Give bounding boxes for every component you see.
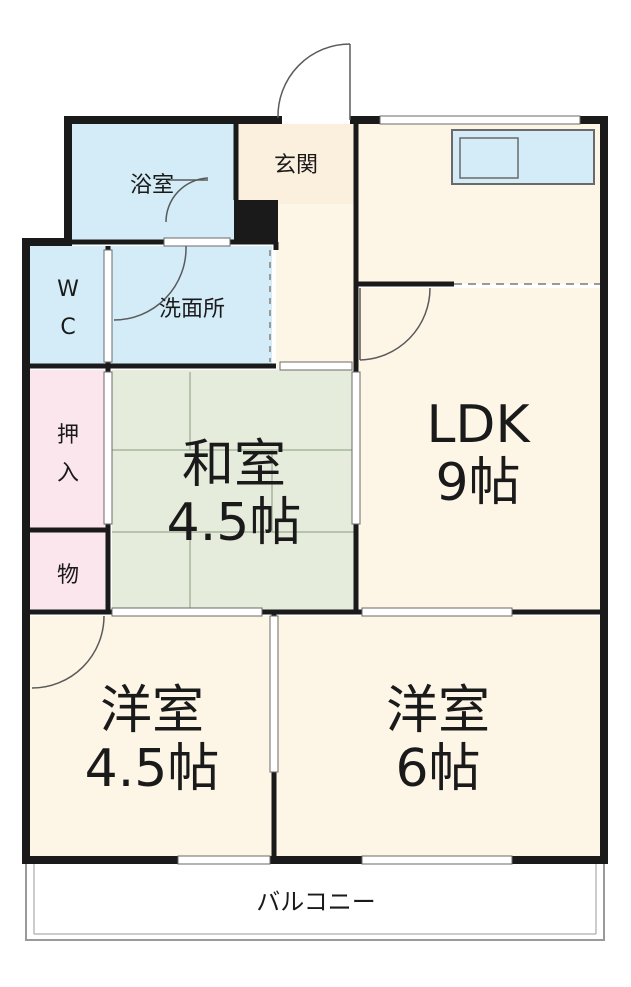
washitsu-name: 和室: [182, 435, 286, 495]
windows: [103, 115, 581, 865]
yoshitsu-large-size: 6帖: [395, 739, 480, 799]
bath-label: 浴室: [130, 173, 174, 198]
door-swings: [31, 43, 431, 689]
closet-label-top: 押: [57, 423, 79, 448]
washroom-label: 洗面所: [159, 297, 225, 322]
entrance-floor: [236, 124, 354, 204]
yoshitsu-large-name: 洋室: [386, 681, 490, 741]
wc-label-bottom: C: [60, 315, 75, 340]
balcony-area: [25, 861, 605, 941]
yoshitsu-small-floor: [30, 616, 272, 856]
washitsu-floor: [112, 370, 356, 612]
tatami-lines: [112, 372, 356, 610]
balcony-label: バルコニー: [256, 888, 376, 916]
hall-floor: [276, 204, 354, 372]
yoshitsu-small-size: 4.5帖: [85, 739, 220, 799]
closet-label-bottom: 入: [57, 461, 79, 486]
pillar: [234, 200, 278, 244]
storage-label: 物: [57, 563, 79, 588]
ldk-floor: [358, 288, 600, 614]
sink-icon: [459, 137, 519, 179]
yoshitsu-small-name: 洋室: [100, 681, 204, 741]
storage-floor: [30, 532, 108, 610]
washroom-floor: [108, 246, 272, 364]
washitsu-size: 4.5帖: [167, 493, 302, 553]
ldk-name: LDK: [426, 395, 531, 455]
ldk-size: 9帖: [435, 453, 520, 513]
closet-floor: [30, 370, 108, 528]
wc-label-top: W: [57, 277, 79, 302]
bath-floor: [72, 124, 236, 240]
wc-floor: [30, 246, 108, 364]
entrance-label: 玄関: [274, 153, 318, 178]
yoshitsu-large-floor: [276, 616, 600, 856]
